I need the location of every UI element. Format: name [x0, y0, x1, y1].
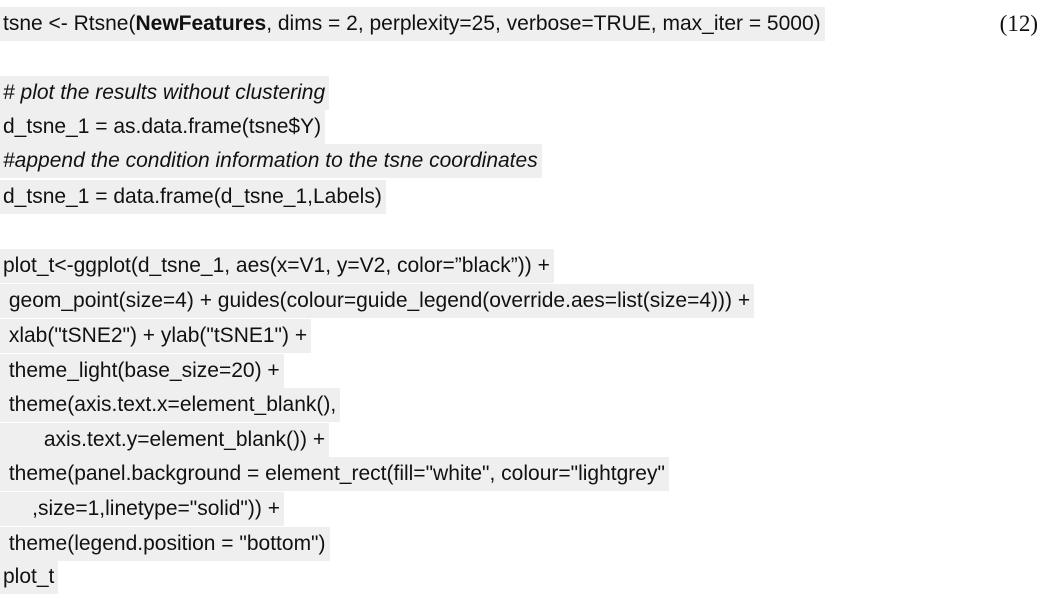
code-line: theme(panel.background = element_rect(fi…	[0, 457, 669, 491]
equation-number: (12)	[999, 11, 1038, 36]
code-text: , dims = 2, perplexity=25, verbose=TRUE,…	[266, 12, 821, 35]
code-line: theme_light(base_size=20) +	[0, 354, 284, 388]
code-line: ,size=1,linetype="solid")) +	[0, 492, 284, 526]
code-line: geom_point(size=4) + guides(colour=guide…	[0, 284, 755, 318]
code-line: axis.text.y=element_blank()) +	[0, 423, 330, 457]
code-line: d_tsne_1 = data.frame(d_tsne_1,Labels)	[0, 180, 386, 214]
code-line: theme(axis.text.x=element_blank(),	[0, 388, 341, 422]
code-line: plot_t<-ggplot(d_tsne_1, aes(x=V1, y=V2,…	[0, 249, 554, 283]
code-line: theme(legend.position = "bottom")	[0, 527, 330, 561]
code-comment-line: #append the condition information to the…	[0, 144, 542, 178]
code-bold-argument: NewFeatures	[135, 12, 267, 35]
code-line-rtsne-call: tsne <- Rtsne(NewFeatures, dims = 2, per…	[0, 7, 825, 41]
code-comment-line: # plot the results without clustering	[0, 76, 330, 110]
code-line: plot_t	[0, 560, 59, 594]
code-line: xlab("tSNE2") + ylab("tSNE1") +	[0, 319, 312, 353]
code-line: d_tsne_1 = as.data.frame(tsne$Y)	[0, 110, 326, 144]
code-text: tsne <- Rtsne(	[3, 12, 136, 35]
